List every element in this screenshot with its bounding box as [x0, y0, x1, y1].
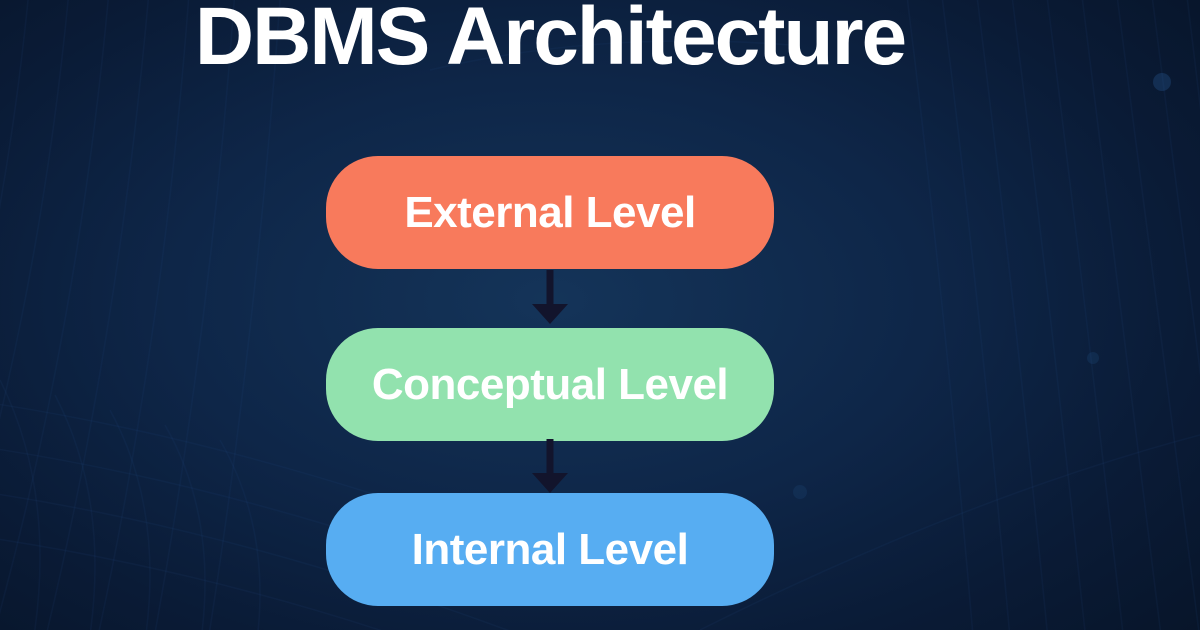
level-label-internal: Internal Level	[411, 524, 689, 574]
down-arrow-icon	[532, 439, 568, 493]
level-box-internal: Internal Level	[326, 493, 774, 606]
level-box-conceptual: Conceptual Level	[326, 328, 774, 441]
level-box-external: External Level	[326, 156, 774, 269]
level-label-external: External Level	[404, 187, 696, 237]
level-label-conceptual: Conceptual Level	[371, 359, 729, 409]
down-arrow-icon	[532, 270, 568, 324]
page-title: DBMS Architecture	[194, 0, 907, 82]
glow-dots	[793, 73, 1171, 499]
